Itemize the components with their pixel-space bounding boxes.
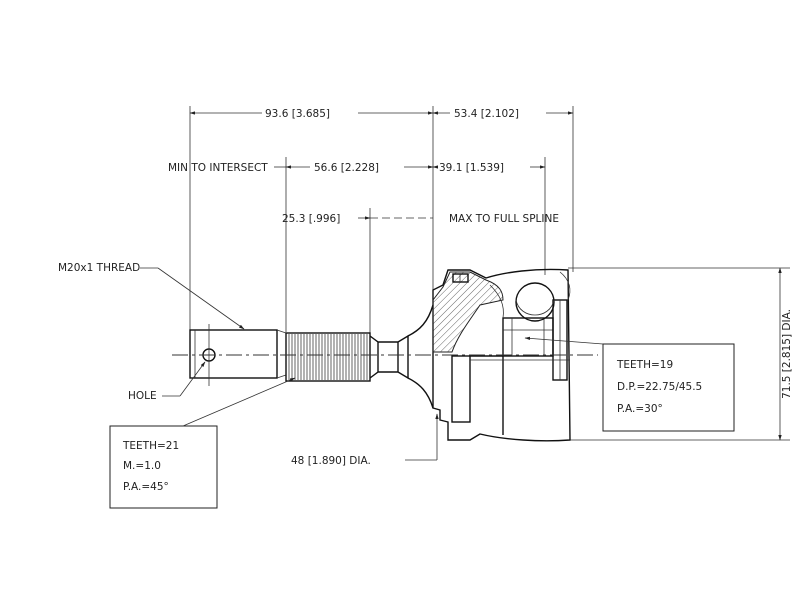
outer-spline-teeth: TEETH=21 — [122, 440, 179, 452]
cv-joint-part — [172, 268, 598, 442]
dimension-overall-right: 53.4 [2.102] — [432, 108, 574, 120]
dimension-spline-length: 25.3 [.996] MAX TO FULL SPLINE — [282, 213, 559, 225]
outer-spline-spec-box: TEETH=21 M.=1.0 P.A.=45° — [109, 377, 296, 509]
max-spline-value: 39.1 [1.539] — [439, 162, 504, 174]
hole-callout: HOLE — [128, 361, 206, 402]
outer-diameter-value: 71.5 [2.815] DIA. — [781, 309, 793, 399]
outer-spline-pressure-angle: P.A.=45° — [123, 481, 169, 493]
inner-spline-spec-box: TEETH=19 D.P.=22.75/45.5 P.A.=30° — [524, 336, 735, 432]
spline-teeth — [288, 334, 368, 380]
inner-spline-teeth: TEETH=19 — [616, 359, 673, 371]
dimension-min-to-intersect: MIN TO INTERSECT 56.6 [2.228] — [168, 162, 434, 174]
outer-housing — [432, 268, 571, 442]
spline-length-value: 25.3 [.996] — [282, 213, 340, 225]
dimension-overall-right-value: 53.4 [2.102] — [454, 108, 519, 120]
inner-spline-pitch-diameter: D.P.=22.75/45.5 — [617, 381, 702, 393]
thread-callout: M20x1 THREAD — [58, 262, 245, 330]
extension-lines — [189, 106, 790, 441]
inner-race — [502, 317, 554, 357]
housing-lower-body — [451, 355, 471, 423]
outer-spline-section — [285, 332, 371, 382]
dimension-max-spline: 39.1 [1.539] — [432, 162, 546, 174]
dimension-outer-diameter: 71.5 [2.815] DIA. — [778, 267, 793, 441]
inner-spline-pressure-angle: P.A.=30° — [617, 403, 663, 415]
housing-hatch — [432, 271, 504, 353]
min-to-intersect-label: MIN TO INTERSECT — [168, 162, 268, 174]
outer-spline-module: M.=1.0 — [123, 460, 161, 472]
shaft-neck — [369, 334, 409, 380]
dimension-overall-left-value: 93.6 [3.685] — [265, 108, 330, 120]
max-to-full-spline-label: MAX TO FULL SPLINE — [449, 213, 559, 225]
dimension-seal-diameter: 48 [1.890] DIA. — [291, 413, 439, 467]
ball — [515, 282, 555, 322]
min-to-intersect-value: 56.6 [2.228] — [314, 162, 379, 174]
seal-diameter-value: 48 [1.890] DIA. — [291, 455, 371, 467]
dimension-overall-left: 93.6 [3.685] — [189, 108, 434, 120]
threaded-end — [189, 329, 278, 379]
hole-label: HOLE — [128, 390, 157, 402]
thread-label: M20x1 THREAD — [58, 262, 140, 274]
